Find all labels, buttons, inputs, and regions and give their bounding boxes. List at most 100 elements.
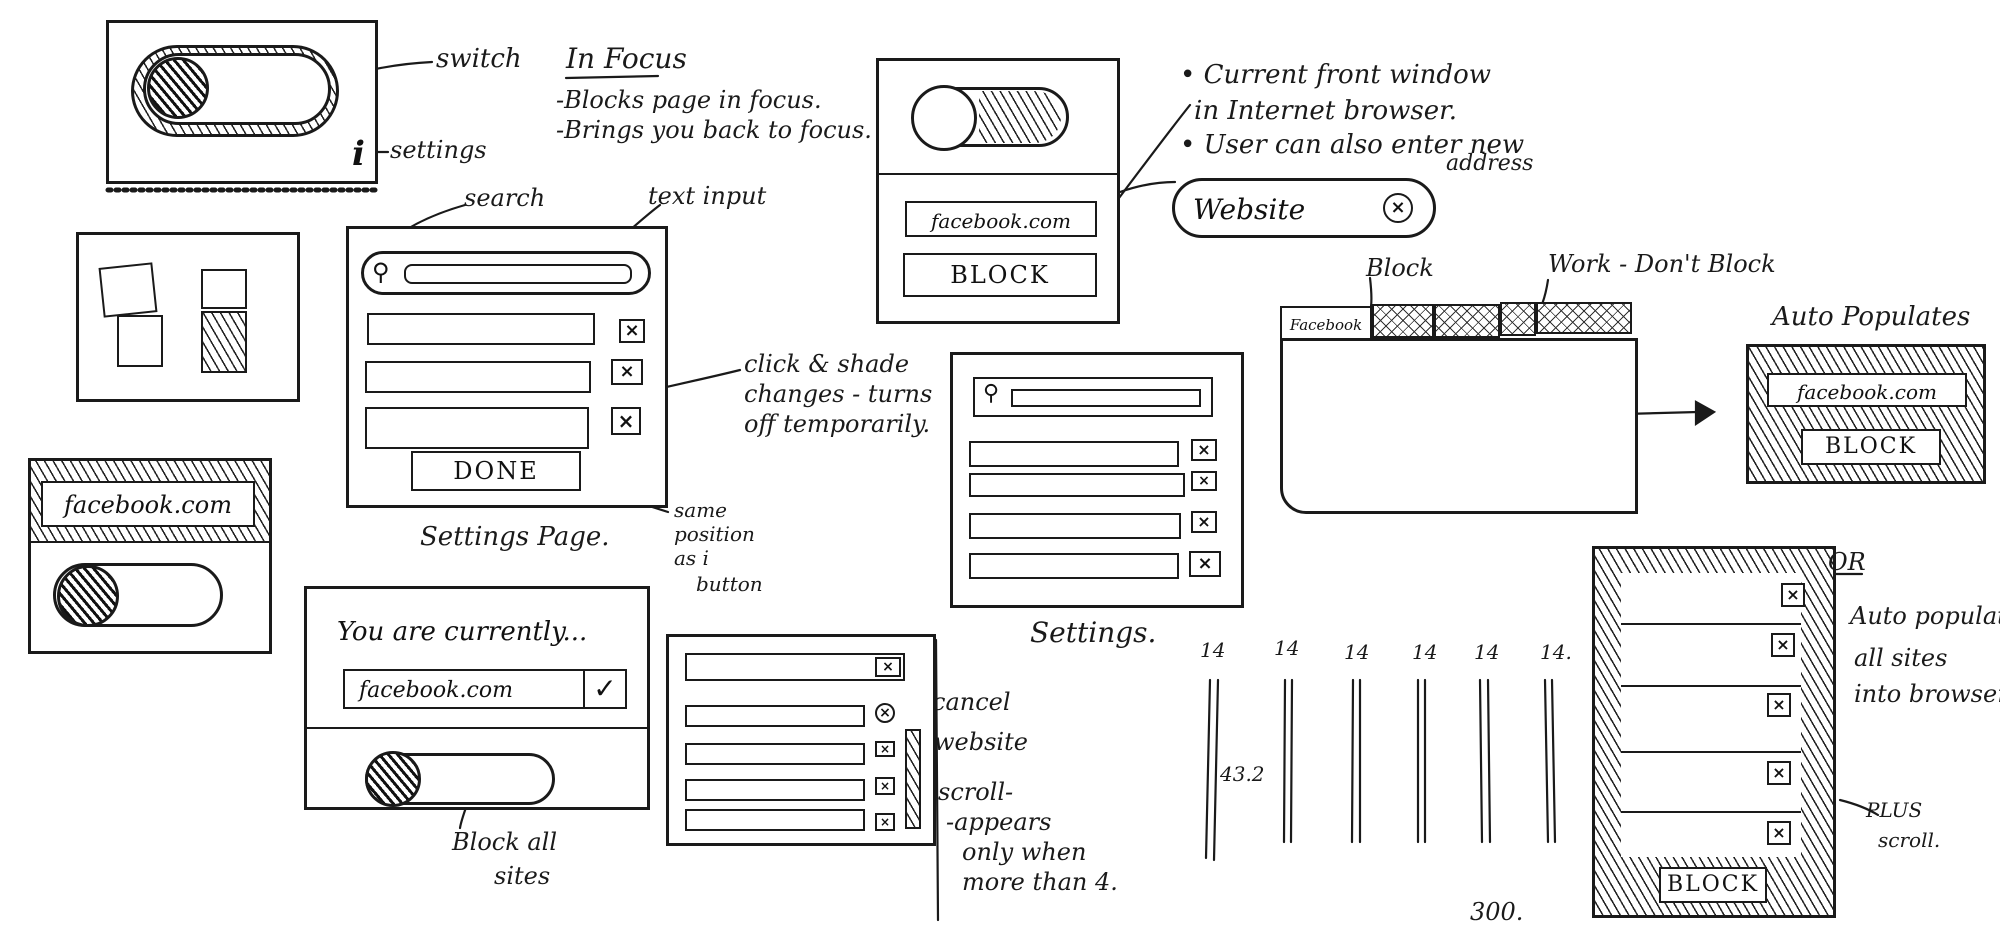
- scroll-list-row-4-close-icon[interactable]: ×: [875, 813, 895, 831]
- current-site-divider: [307, 727, 647, 729]
- user-enter-line1: • User can also enter new: [1180, 130, 1525, 160]
- grid-col-5: [1478, 678, 1492, 844]
- block-window-button[interactable]: BLOCK: [903, 253, 1097, 297]
- scroll-list-scrollbar[interactable]: [905, 729, 921, 829]
- done-button[interactable]: DONE: [411, 451, 581, 491]
- toggle-squares-frame: [76, 232, 300, 402]
- block-all-line2: sites: [494, 862, 551, 890]
- settings-list-row-1-close-icon[interactable]: ×: [1191, 439, 1217, 461]
- settings-row-1-close-icon[interactable]: ×: [619, 319, 645, 343]
- search-annotation: search: [464, 184, 546, 212]
- facebook-tab[interactable]: Facebook: [1280, 306, 1372, 340]
- website-entry-field[interactable]: Website ×: [1172, 178, 1436, 238]
- work-tab-2[interactable]: [1536, 302, 1632, 334]
- blocked-tab-2[interactable]: [1434, 304, 1500, 338]
- grid-col-6: [1543, 678, 1557, 844]
- work-tab-annotation: Work - Don't Block: [1548, 250, 1776, 278]
- phone-list-frame: × × × × × BLOCK: [1592, 546, 1836, 918]
- website-annotation: website: [934, 728, 1028, 756]
- facebook-site-field[interactable]: facebook.com: [41, 481, 255, 527]
- facebook-switch-knob[interactable]: [57, 565, 119, 627]
- browser-window-frame: [1280, 338, 1638, 514]
- toggle-square-bottom-right: [201, 311, 247, 373]
- settings-row-3-close-icon[interactable]: ×: [611, 407, 641, 435]
- current-front-line1: • Current front window: [1180, 60, 1491, 90]
- block-all-switch-knob[interactable]: [365, 751, 421, 807]
- settings-site-row-2[interactable]: [365, 361, 591, 393]
- settings-list-row-2-close-icon[interactable]: ×: [1191, 471, 1217, 491]
- phone-list-row-5-close-icon[interactable]: ×: [1767, 821, 1791, 845]
- blocked-tab-1[interactable]: [1372, 304, 1434, 338]
- block-tab-annotation: Block: [1366, 254, 1434, 282]
- settings-list-search[interactable]: ⚲: [973, 377, 1213, 417]
- settings-list-row-4[interactable]: [969, 553, 1179, 579]
- phone-list-row-3-close-icon[interactable]: ×: [1767, 693, 1791, 717]
- settings-list-search-icon: ⚲: [983, 381, 1000, 406]
- settings-list-row-1[interactable]: [969, 441, 1179, 467]
- scroll-list-row-2-close-icon[interactable]: ×: [875, 741, 895, 757]
- scroll-list-row-1-close-icon[interactable]: ×: [875, 703, 895, 723]
- auto-populate-line1: Auto populate: [1850, 602, 2000, 630]
- settings-annotation: settings: [390, 136, 487, 164]
- grid-number-432: 43.2: [1220, 762, 1265, 786]
- plus-scroll-line2: scroll.: [1878, 828, 1941, 852]
- auto-populate-frame: facebook.com BLOCK: [1746, 344, 1986, 484]
- settings-site-row-1[interactable]: [367, 313, 595, 345]
- in-focus-line2: -Brings you back to focus.: [556, 116, 872, 144]
- block-all-line1: Block all: [452, 828, 558, 856]
- phone-list-row-4-close-icon[interactable]: ×: [1767, 761, 1791, 785]
- plus-scroll-line1: PLUS: [1866, 798, 1923, 822]
- scroll-list-row-2[interactable]: [685, 743, 865, 765]
- same-position-line4: button: [696, 572, 763, 596]
- main-switch-knob[interactable]: [147, 57, 209, 119]
- scroll-list-row-3[interactable]: [685, 779, 865, 801]
- block-window-site-text: facebook.com: [931, 209, 1071, 233]
- toggle-square-bottom-left: [117, 315, 163, 367]
- work-tab-1[interactable]: [1500, 302, 1536, 336]
- auto-populate-block-button[interactable]: BLOCK: [1801, 429, 1941, 465]
- scroll-line4: more than 4.: [962, 868, 1118, 896]
- grid-number-4: 14: [1412, 640, 1438, 664]
- settings-site-row-3[interactable]: [365, 407, 589, 449]
- toggle-square-top-right[interactable]: [201, 269, 247, 309]
- grid-col-2: [1282, 678, 1294, 844]
- current-site-heading: You are currently...: [337, 617, 588, 647]
- settings-row-2-close-icon[interactable]: ×: [611, 359, 643, 385]
- block-window-switch-knob[interactable]: [911, 85, 977, 151]
- settings-list-row-3[interactable]: [969, 513, 1181, 539]
- phone-list-row-1-close-icon[interactable]: ×: [1781, 583, 1805, 607]
- current-site-check-icon[interactable]: ✓: [583, 669, 627, 709]
- search-text-input[interactable]: [404, 264, 632, 284]
- current-site-field[interactable]: facebook.com: [343, 669, 627, 709]
- settings-search-field[interactable]: ⚲: [361, 251, 651, 295]
- settings-list-row-3-close-icon[interactable]: ×: [1191, 511, 1217, 533]
- facebook-tab-label: Facebook: [1289, 316, 1363, 334]
- in-focus-line1: -Blocks page in focus.: [556, 86, 822, 114]
- block-window-site-field[interactable]: facebook.com: [905, 201, 1097, 237]
- click-shade-line3: off temporarily.: [744, 410, 931, 438]
- main-switch-frame: [106, 20, 378, 184]
- settings-list-row-2[interactable]: [969, 473, 1185, 497]
- settings-list-frame: ⚲ × × × ×: [950, 352, 1244, 608]
- current-site-frame: You are currently... facebook.com ✓: [304, 586, 650, 810]
- scroll-line2: -appears: [946, 808, 1052, 836]
- same-position-line1: same: [674, 498, 727, 522]
- scroll-list-row-1[interactable]: [685, 705, 865, 727]
- website-field-pointer-line: [1118, 180, 1177, 194]
- info-icon[interactable]: i: [352, 134, 365, 174]
- phone-list-block-button[interactable]: BLOCK: [1659, 867, 1767, 903]
- website-entry-clear-icon[interactable]: ×: [1383, 193, 1413, 223]
- auto-populate-site-field[interactable]: facebook.com: [1767, 373, 1967, 407]
- settings-list-search-input[interactable]: [1011, 389, 1201, 407]
- scroll-list-row-3-close-icon[interactable]: ×: [875, 777, 895, 795]
- toggle-square-top-left[interactable]: [98, 262, 158, 318]
- text-input-annotation: text input: [648, 182, 767, 210]
- scroll-list-top-field[interactable]: [685, 653, 905, 681]
- phone-list-row-1[interactable]: [1621, 573, 1801, 625]
- grid-number-3: 14: [1344, 640, 1370, 664]
- scroll-list-top-close-icon[interactable]: ×: [875, 657, 901, 677]
- auto-populate-site-text: facebook.com: [1797, 380, 1937, 404]
- scroll-list-row-4[interactable]: [685, 809, 865, 831]
- settings-list-row-4-close-icon[interactable]: ×: [1189, 551, 1221, 577]
- phone-list-row-2-close-icon[interactable]: ×: [1771, 633, 1795, 657]
